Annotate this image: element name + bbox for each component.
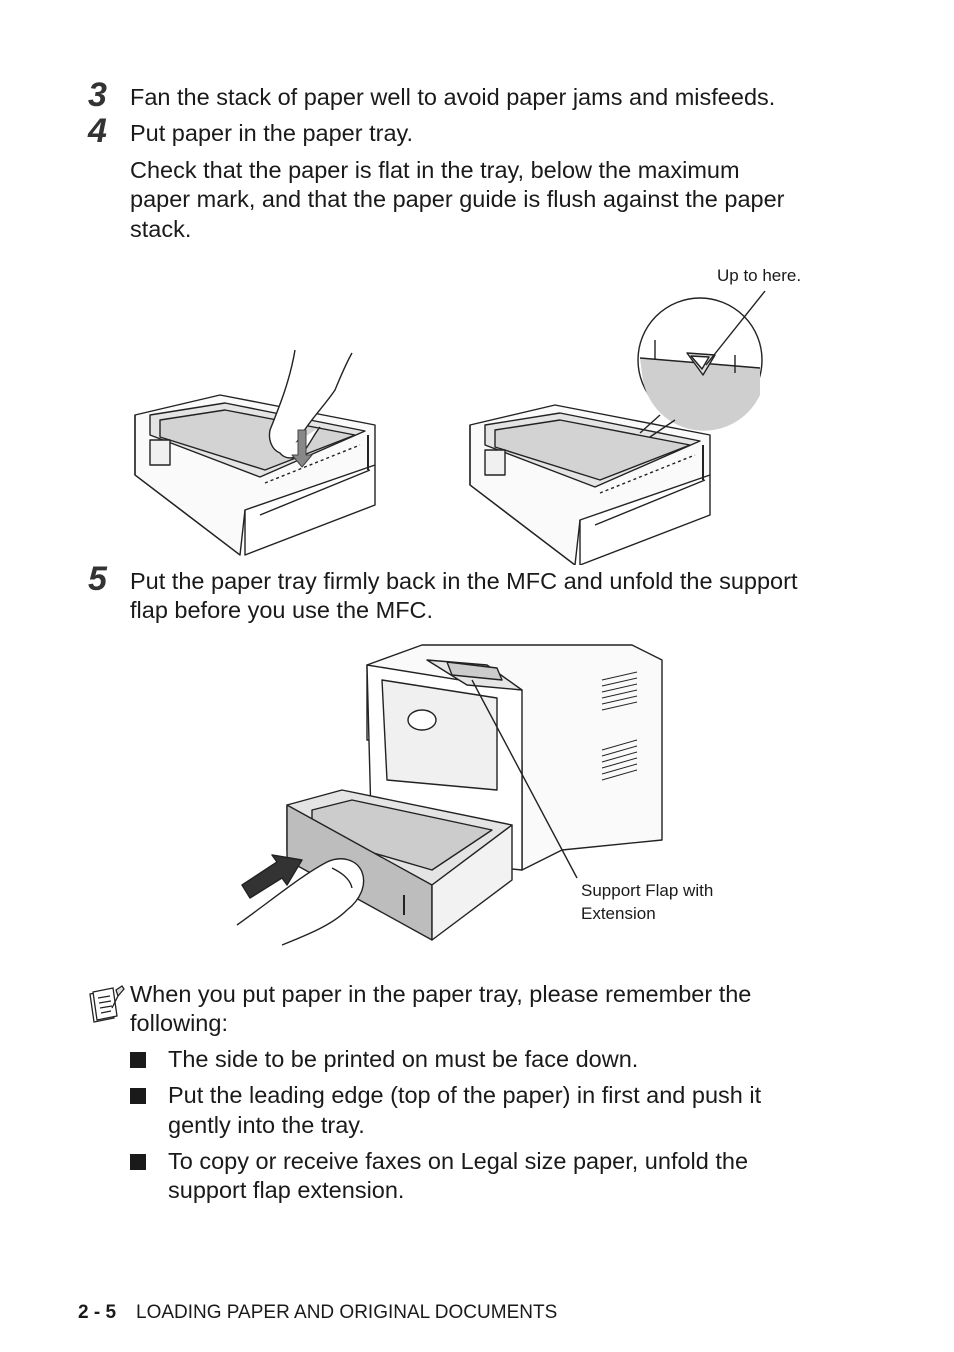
mfc-callout-line-1: Support Flap with [581, 881, 714, 900]
left-tray-drawing [134, 349, 376, 556]
step-number-4: 4 [88, 112, 107, 150]
note-bullet-3-line-1: To copy or receive faxes on Legal size p… [168, 1148, 749, 1174]
note-pad-icon [89, 985, 125, 1023]
footer-chapter-title: LOADING PAPER AND ORIGINAL DOCUMENTS [136, 1302, 558, 1323]
right-tray-drawing [469, 404, 711, 565]
note-bullet-3-line-2: support flap extension. [168, 1177, 405, 1203]
paper-tray-illustration [134, 290, 766, 565]
note-bullet-1-line-1: The side to be printed on must be face d… [168, 1046, 639, 1072]
note-bullet-2-line-2: gently into the tray. [168, 1112, 365, 1138]
step-5-line-1: Put the paper tray firmly back in the MF… [130, 568, 798, 594]
footer-page-number: 2 - 5 [78, 1302, 117, 1323]
mfc-tray-illustration [236, 644, 663, 946]
step-4-detail-line-1: Check that the paper is flat in the tray… [130, 157, 740, 183]
step-number-3: 3 [88, 76, 107, 114]
step-4-text: Put paper in the paper tray. [130, 120, 414, 146]
tray-callout-label: Up to here. [717, 266, 802, 285]
note-intro-line-2: following: [130, 1010, 228, 1036]
bullet-marker-3 [130, 1154, 146, 1170]
step-4-detail-line-2: paper mark, and that the paper guide is … [130, 186, 785, 212]
mfc-callout-line-2: Extension [581, 904, 656, 923]
note-bullet-2-line-1: Put the leading edge (top of the paper) … [168, 1082, 762, 1108]
bullet-marker-2 [130, 1088, 146, 1104]
step-number-5: 5 [88, 560, 107, 598]
note-intro-line-1: When you put paper in the paper tray, pl… [130, 981, 752, 1007]
step-4-detail-line-3: stack. [130, 216, 192, 242]
step-5-line-2: flap before you use the MFC. [130, 597, 434, 623]
step-3-text: Fan the stack of paper well to avoid pap… [130, 84, 776, 110]
max-mark-magnifier [637, 290, 766, 438]
bullet-marker-1 [130, 1052, 146, 1068]
